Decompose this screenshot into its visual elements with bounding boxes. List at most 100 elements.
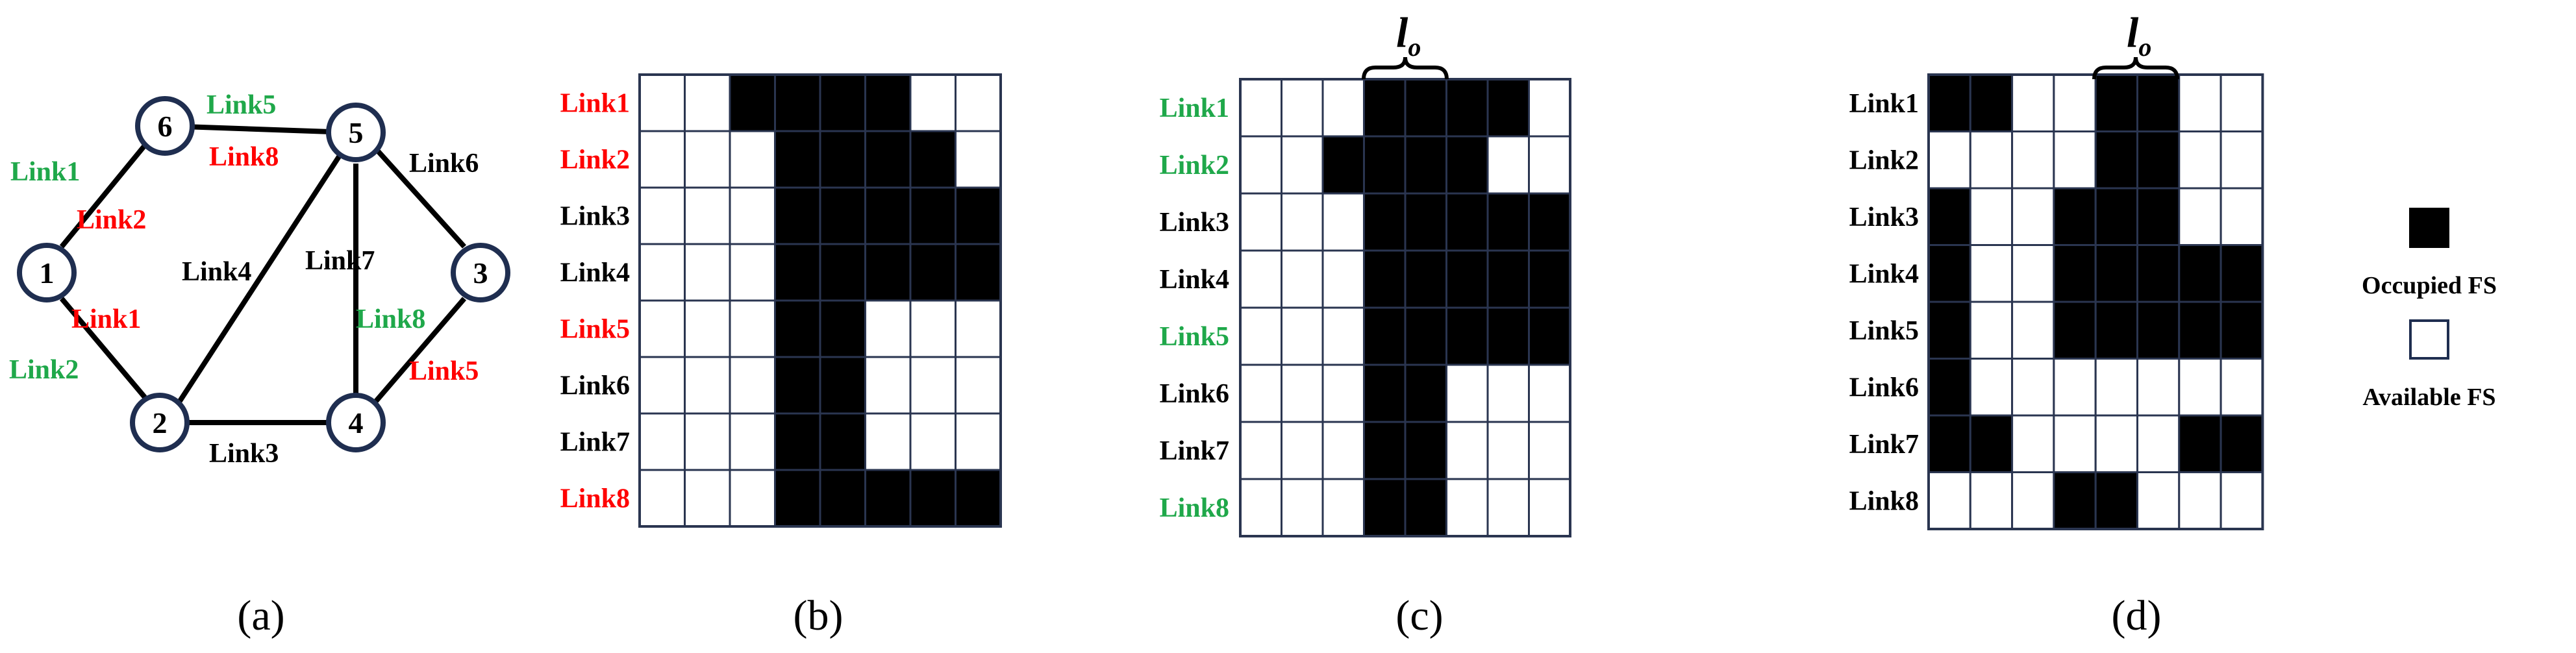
- occupied-fs-cell: [1363, 421, 1407, 480]
- occupied-fs-cell: [1927, 244, 1971, 303]
- occupied-fs-cell: [2053, 187, 2097, 246]
- available-fs-cell: [864, 412, 912, 471]
- available-fs-cell: [1528, 78, 1571, 138]
- occupied-fs-cell: [2136, 130, 2181, 190]
- row-label-link8: Link8: [1160, 493, 1229, 523]
- available-fs-cell: [2011, 471, 2055, 530]
- available-fs-cell: [1486, 421, 1530, 480]
- panel-d-lo-label: lo: [2127, 9, 2151, 62]
- available-fs-cell: [729, 412, 776, 471]
- edge-label-link1-green: Link1: [10, 157, 80, 187]
- available-fs-cell: [1321, 478, 1365, 537]
- occupied-fs-cell: [774, 469, 821, 528]
- node-6: 6: [135, 96, 195, 156]
- occupied-fs-cell: [2136, 187, 2181, 246]
- row-label-link5: Link5: [560, 315, 630, 345]
- panel-d-spectrum-grid: Link1Link2Link3Link4Link5Link6Link7Link8…: [1849, 9, 2264, 639]
- occupied-fs-cell: [1363, 249, 1407, 309]
- occupied-fs-cell: [1404, 192, 1447, 252]
- row-label-link7: Link7: [1849, 430, 1919, 460]
- grid-c-cells: [1239, 78, 1571, 537]
- available-fs-cell: [1321, 249, 1365, 309]
- available-fs-cell: [1281, 306, 1324, 366]
- available-fs-cell: [638, 73, 686, 132]
- available-fs-cell: [2220, 187, 2264, 246]
- row-label-link1: Link1: [560, 89, 630, 119]
- edge-label-link8-red: Link8: [209, 142, 279, 172]
- occupied-fs-cell: [774, 243, 821, 302]
- occupied-fs-cell: [774, 73, 821, 132]
- occupied-fs-cell: [2220, 414, 2264, 473]
- occupied-fs-cell: [2094, 244, 2138, 303]
- row-label-link6: Link6: [560, 371, 630, 401]
- panel-d-lo-bracket: [2092, 56, 2179, 80]
- available-fs-cell: [1927, 130, 1971, 190]
- row-label-link1: Link1: [1849, 89, 1919, 119]
- legend-available-swatch: [2409, 319, 2449, 360]
- occupied-fs-cell: [1404, 421, 1447, 480]
- occupied-fs-cell: [1445, 249, 1489, 309]
- row-label-link3: Link3: [560, 202, 630, 232]
- available-fs-cell: [864, 299, 912, 358]
- legend-occupied-swatch: [2409, 208, 2449, 248]
- available-fs-cell: [684, 356, 731, 415]
- available-fs-cell: [684, 299, 731, 358]
- occupied-fs-cell: [1927, 187, 1971, 246]
- available-fs-cell: [1321, 306, 1365, 366]
- occupied-fs-cell: [729, 73, 776, 132]
- occupied-fs-cell: [909, 243, 957, 302]
- available-fs-cell: [1281, 363, 1324, 423]
- available-fs-cell: [1486, 135, 1530, 195]
- occupied-fs-cell: [774, 186, 821, 245]
- available-fs-cell: [2011, 130, 2055, 190]
- topology-nodes: 6 5 1 3 2 4: [17, 96, 510, 452]
- available-fs-cell: [1486, 478, 1530, 537]
- available-fs-cell: [955, 356, 1002, 415]
- available-fs-cell: [2011, 187, 2055, 246]
- available-fs-cell: [2011, 414, 2055, 473]
- occupied-fs-cell: [1528, 249, 1571, 309]
- available-fs-cell: [729, 186, 776, 245]
- occupied-fs-cell: [1486, 192, 1530, 252]
- available-fs-cell: [638, 469, 686, 528]
- edge-label-link1-red: Link1: [71, 304, 141, 334]
- row-label-link1: Link1: [1160, 93, 1229, 123]
- topology-edges: [59, 123, 467, 425]
- occupied-fs-cell: [1969, 73, 2014, 132]
- occupied-fs-cell: [1363, 192, 1407, 252]
- available-fs-cell: [729, 243, 776, 302]
- occupied-fs-cell: [2053, 244, 2097, 303]
- node-3: 3: [451, 243, 510, 302]
- available-fs-cell: [2178, 130, 2222, 190]
- occupied-fs-cell: [864, 130, 912, 189]
- available-fs-cell: [638, 186, 686, 245]
- occupied-fs-cell: [1927, 358, 1971, 417]
- available-fs-cell: [684, 469, 731, 528]
- available-fs-cell: [729, 130, 776, 189]
- available-fs-cell: [955, 299, 1002, 358]
- available-fs-cell: [1281, 249, 1324, 309]
- grid-border: [638, 73, 1002, 528]
- occupied-fs-cell: [1404, 78, 1447, 138]
- topology-link-labels: Link5 Link8 Link1 Link2 Link6 Link4 Link…: [9, 90, 479, 469]
- available-fs-cell: [955, 130, 1002, 189]
- available-fs-cell: [2220, 471, 2264, 530]
- available-fs-cell: [1239, 421, 1282, 480]
- occupied-fs-cell: [2178, 414, 2222, 473]
- available-fs-cell: [1321, 363, 1365, 423]
- node-1-label: 1: [40, 256, 55, 290]
- row-label-link7: Link7: [1160, 436, 1229, 466]
- occupied-fs-cell: [774, 356, 821, 415]
- available-fs-cell: [864, 356, 912, 415]
- row-label-link4: Link4: [1160, 265, 1229, 295]
- node-4-label: 4: [349, 406, 364, 439]
- available-fs-cell: [2053, 130, 2097, 190]
- grid-b-cells: [638, 73, 1002, 528]
- occupied-fs-cell: [1486, 306, 1530, 366]
- panel-c-lo-label: lo: [1396, 9, 1421, 62]
- occupied-fs-cell: [2220, 301, 2264, 360]
- occupied-fs-cell: [1927, 73, 1971, 132]
- available-fs-cell: [909, 73, 957, 132]
- occupied-fs-cell: [774, 130, 821, 189]
